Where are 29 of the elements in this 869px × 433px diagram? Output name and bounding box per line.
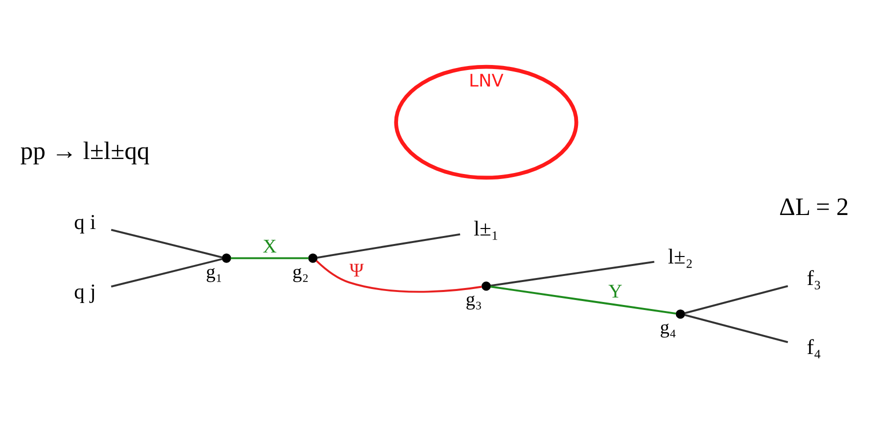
edge-label: Y bbox=[608, 282, 622, 303]
connector bbox=[490, 260, 654, 287]
edge-label: X bbox=[262, 236, 277, 258]
connector bbox=[110, 228, 222, 258]
connector bbox=[684, 285, 788, 314]
connector bbox=[316, 233, 460, 259]
node-label: g₂ bbox=[292, 262, 309, 283]
node-label: g₁ bbox=[206, 262, 222, 283]
node-text: f₃ bbox=[806, 266, 822, 290]
node-text: l±₂ bbox=[668, 244, 693, 269]
node-text: q i bbox=[74, 210, 96, 234]
node-ellipse: LNV bbox=[394, 64, 578, 180]
edge-label: Ψ bbox=[349, 260, 364, 282]
connector bbox=[230, 257, 309, 260]
node-circle bbox=[308, 254, 318, 263]
connector bbox=[110, 258, 222, 288]
node-circle bbox=[676, 309, 686, 319]
node-circle bbox=[222, 254, 232, 263]
label: pp → l±l±qq bbox=[20, 138, 150, 166]
node-text: f₄ bbox=[806, 335, 822, 360]
connector bbox=[490, 286, 676, 315]
node-label: g₄ bbox=[660, 318, 676, 339]
node-circle bbox=[482, 282, 491, 291]
label: ΔL = 2 bbox=[779, 194, 849, 222]
node-label: g₃ bbox=[466, 290, 482, 311]
connector bbox=[316, 260, 482, 293]
node-text: l±₁ bbox=[474, 216, 499, 241]
connector bbox=[684, 314, 788, 344]
node-text: q j bbox=[74, 279, 96, 304]
